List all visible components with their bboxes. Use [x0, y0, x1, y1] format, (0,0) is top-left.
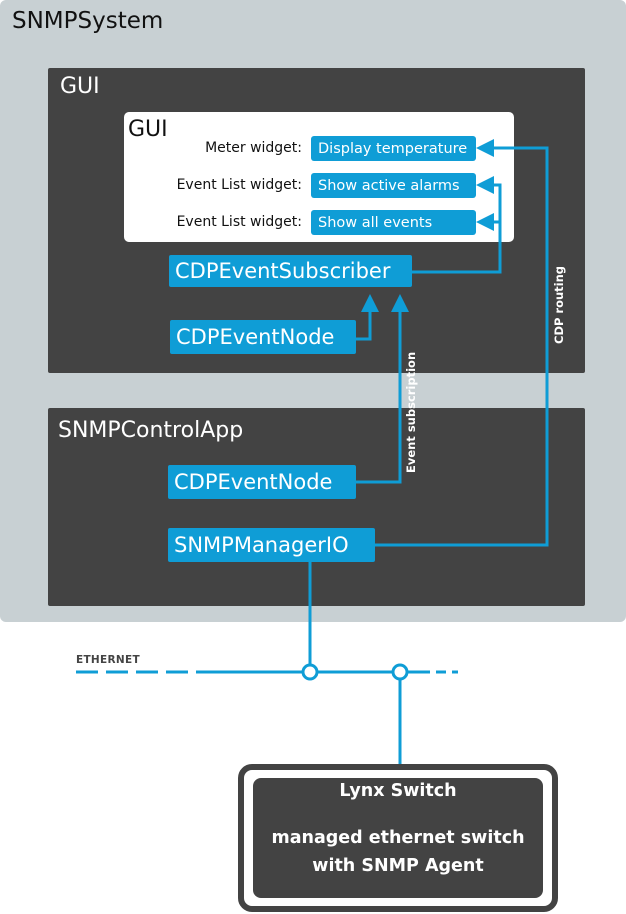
cdp-routing-label: CDP routing [552, 265, 566, 344]
gui-cdp-event-node: CDPEventNode [170, 320, 356, 354]
arrowhead-active-alarms [476, 176, 494, 194]
ethernet-node-switch [391, 663, 409, 681]
snmp-control-app-panel [48, 408, 585, 606]
arrowhead-all-events [476, 213, 494, 231]
cdp-event-subscriber: CDPEventSubscriber [169, 255, 412, 287]
gui-node-to-subscriber-line [356, 310, 372, 341]
ethernet-node-manager [301, 663, 319, 681]
widget-label-meter: Meter widget: [205, 140, 302, 156]
snmp-manager-io: SNMPManagerIO [168, 528, 375, 562]
lynx-switch-desc-line2: with SNMP Agent [312, 856, 484, 876]
widget-label-active-alarms: Event List widget: [176, 177, 302, 193]
cdp-routing-line [375, 146, 549, 547]
subscriber-to-widgets-line [412, 183, 502, 274]
gui-panel-title: GUI [60, 74, 100, 99]
arrowhead-display-temperature [476, 139, 494, 157]
widget-display-temperature: Display temperature [311, 136, 476, 161]
widget-label-all-events: Event List widget: [176, 214, 302, 230]
lynx-switch-title: Lynx Switch [339, 781, 457, 801]
ethernet-label: ETHERNET [76, 654, 140, 666]
lynx-switch-desc-line1: managed ethernet switch [271, 828, 525, 848]
widget-show-active-alarms: Show active alarms [311, 173, 476, 198]
control-app-title: SNMPControlApp [58, 418, 244, 443]
arrowhead-subscriber-left [361, 294, 379, 312]
system-title: SNMPSystem [12, 8, 164, 34]
gui-inner-title: GUI [128, 117, 168, 142]
event-subscription-line [356, 310, 402, 484]
lynx-switch-box: Lynx Switch managed ethernet switch with… [253, 778, 543, 898]
widget-show-all-events: Show all events [311, 210, 476, 235]
control-cdp-event-node: CDPEventNode [168, 465, 356, 499]
lynx-switch-description: managed ethernet switch with SNMP Agent [253, 824, 543, 880]
event-subscription-label: Event subscription [404, 351, 418, 473]
arrowhead-subscriber-right [391, 294, 409, 312]
